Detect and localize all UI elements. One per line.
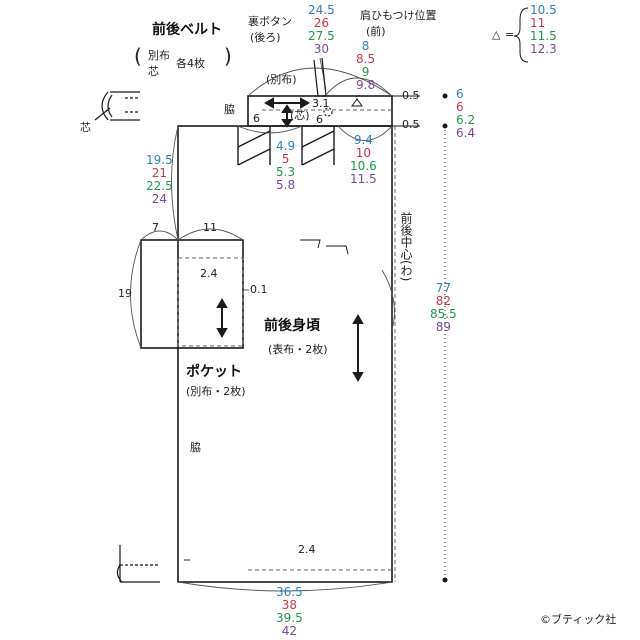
belt-paren-left: (: [134, 44, 142, 68]
belt-fabric1: 別布: [148, 49, 170, 62]
belt-width-right: 6: [316, 113, 323, 126]
belt-inner-label: (別布): [266, 73, 297, 86]
pocket-subtitle: (別布・2枚): [186, 385, 246, 398]
strap-value-4: 9.8: [356, 78, 376, 92]
belt-title: 前後ベルト: [152, 22, 222, 38]
top-value-1: 24.5: [308, 3, 335, 17]
delta-value-2: 11: [530, 16, 546, 30]
pleat-right-value-1: 9.4: [353, 133, 373, 147]
delta-value-4: 12.3: [530, 42, 557, 56]
strap-line1: 肩ひもつけ位置: [360, 9, 437, 22]
belt-width-value-2: 6: [456, 100, 464, 114]
delta-symbol: △: [492, 28, 501, 41]
pocket-offset: 0.1: [250, 283, 268, 296]
edge-detail: [94, 91, 160, 583]
belt-core-label: (芯): [290, 109, 310, 122]
hem-values: 36.5 38 39.5 42: [276, 586, 303, 638]
back-button-line1: 裏ボタン: [248, 15, 292, 28]
pleat-lines: [237, 126, 335, 166]
armhole-value-1: 19.5: [146, 153, 173, 167]
pleat-value-3: 5.3: [276, 165, 296, 179]
top-value-4: 30: [313, 42, 329, 56]
belt-width-value-1: 6: [456, 87, 464, 101]
top-value-3: 27.5: [308, 29, 335, 43]
pocket-allowance: 2.4: [200, 267, 218, 280]
delta-eq: =: [505, 28, 515, 41]
armhole-value-3: 22.5: [146, 179, 173, 193]
pocket-width-left: 7: [152, 221, 159, 234]
belt-count: 各4枚: [176, 57, 205, 70]
belt-width-value-4: 6.4: [456, 126, 476, 140]
belt-side-label: 脇: [224, 103, 235, 116]
belt-paren-right: ): [224, 44, 232, 68]
pleat-right-value-2: 10: [355, 146, 371, 160]
pleat-value-2: 5: [281, 152, 290, 166]
belt-width-left: 6: [253, 112, 260, 125]
top-values: 24.5 26 27.5 30: [308, 4, 335, 56]
hem-value-2: 38: [281, 598, 297, 612]
length-values: 77 82 85.5 89: [430, 282, 457, 334]
pocket-width: 11: [203, 221, 217, 234]
delta-value-1: 10.5: [530, 3, 557, 17]
top-value-2: 26: [313, 16, 329, 30]
belt-width-mid: 3.1: [312, 97, 330, 110]
pleat-value-4: 5.8: [276, 178, 296, 192]
pleat-right-value-4: 11.5: [350, 172, 377, 186]
pocket-title: ポケット: [186, 364, 242, 380]
hem-allowance: 2.4: [298, 543, 316, 556]
armhole-value-4: 24: [151, 192, 167, 206]
belt-fabric2: 芯: [148, 65, 159, 78]
armhole-value-2: 21: [151, 166, 167, 180]
strap-line2: (前): [366, 25, 386, 38]
pocket-stitch-line: [177, 257, 244, 347]
belt-width-value-3: 6.2: [456, 113, 476, 127]
pocket-outline: [140, 239, 244, 349]
hem-value-3: 39.5: [276, 611, 303, 625]
belt-bottom-offset: 0.5: [402, 118, 420, 131]
copyright: ©ブティック社: [540, 613, 617, 626]
belt-width-values: 6 6 6.2 6.4: [456, 88, 475, 140]
center-fold-label: 前後中心(わ): [399, 212, 413, 282]
body-title: 前後身頃: [264, 318, 320, 334]
side-core-label: 芯: [80, 121, 91, 134]
pleat-right-values: 9.4 10 10.6 11.5: [350, 134, 377, 186]
pocket-height: 19: [118, 287, 132, 300]
delta-values: 10.5 11 11.5 12.3: [530, 4, 557, 56]
hem-value-4: 42: [281, 624, 297, 638]
armhole-values: 19.5 21 22.5 24: [146, 154, 173, 206]
strap-values: 8 8.5 9 9.8: [356, 40, 375, 92]
length-value-4: 89: [435, 320, 451, 334]
delta-brace: [513, 7, 529, 63]
body-side-label: 脇: [190, 441, 201, 454]
pleat-values: 4.9 5 5.3 5.8: [276, 140, 295, 192]
hem-value-1: 36.5: [276, 585, 303, 599]
belt-top-offset: 0.5: [402, 89, 420, 102]
strap-value-3: 9: [361, 65, 370, 79]
length-value-2: 82: [435, 294, 451, 308]
length-value-3: 85.5: [430, 307, 457, 321]
pleat-value-1: 4.9: [276, 139, 296, 153]
body-subtitle: (表布・2枚): [268, 343, 328, 356]
strap-value-2: 8.5: [356, 52, 376, 66]
strap-arc: [324, 77, 393, 97]
pleat-right-value-3: 10.6: [350, 159, 377, 173]
delta-value-3: 11.5: [530, 29, 557, 43]
back-button-line2: (後ろ): [250, 31, 281, 44]
strap-value-1: 8: [361, 39, 370, 53]
length-value-1: 77: [435, 281, 451, 295]
